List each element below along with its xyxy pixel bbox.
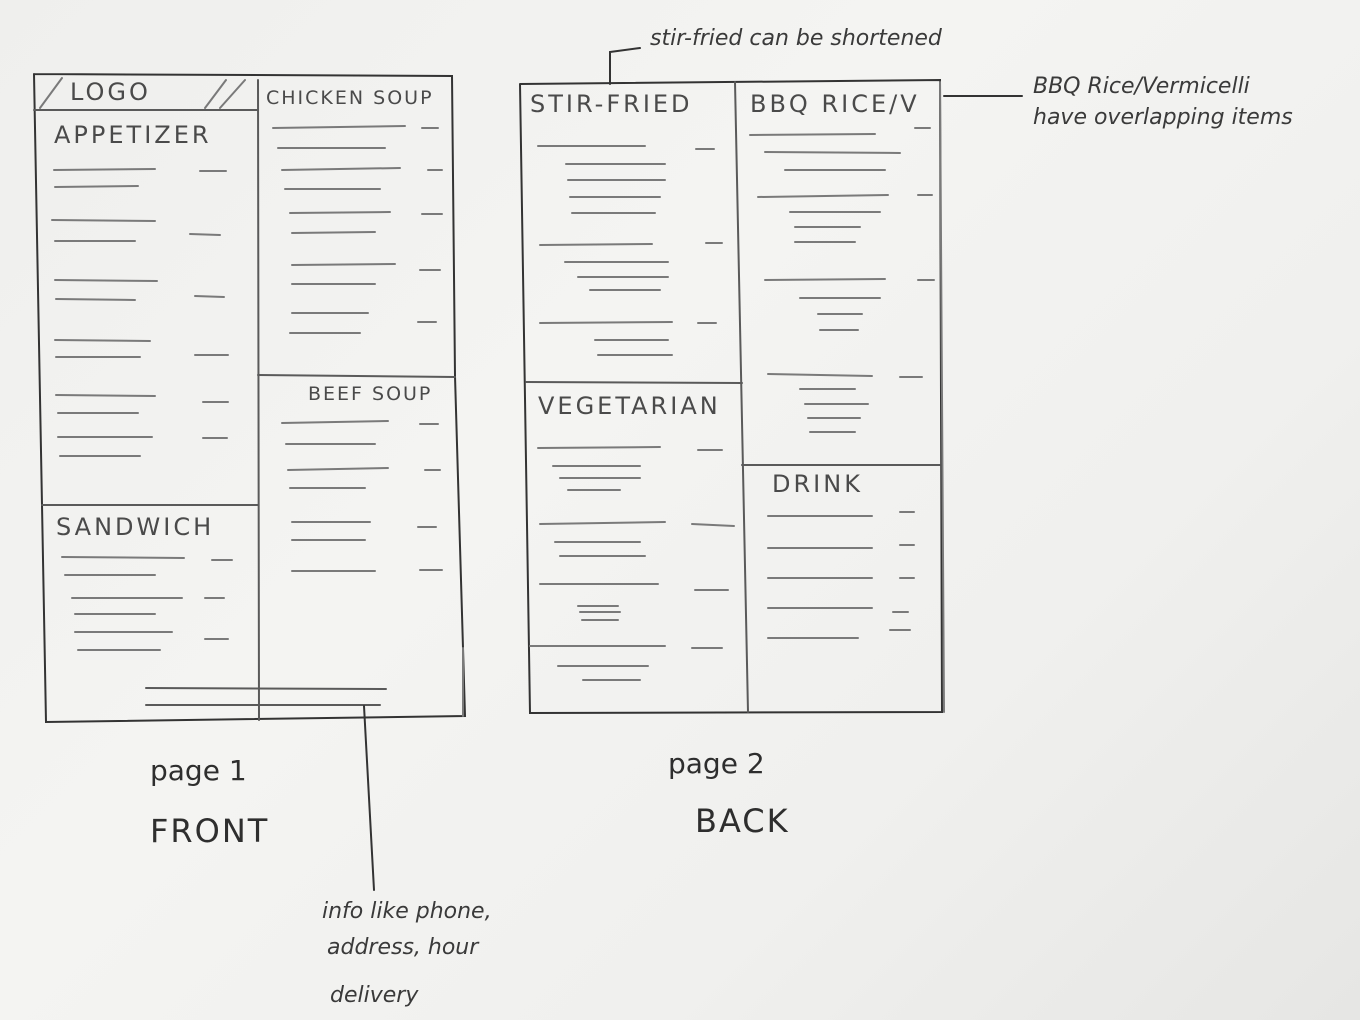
appetizer-items bbox=[51, 168, 229, 457]
beef-soup-items bbox=[281, 420, 443, 572]
stir-fried-items bbox=[537, 145, 723, 356]
stir-fried-pointer-line bbox=[609, 47, 641, 85]
logo-placeholder: LOGO bbox=[39, 77, 246, 109]
page1-footer-info-lines bbox=[145, 687, 387, 706]
bbq-items bbox=[749, 127, 935, 433]
page2-caption-line2: BACK bbox=[695, 802, 790, 840]
stir-fried-note: stir-fried can be shortened bbox=[650, 26, 943, 51]
chicken-soup-items bbox=[272, 125, 443, 334]
section-appetizer: APPETIZER bbox=[54, 121, 212, 149]
section-beef-soup: BEEF SOUP bbox=[308, 383, 432, 405]
section-sandwich: SANDWICH bbox=[56, 513, 214, 541]
section-vegetarian: VEGETARIAN bbox=[538, 392, 721, 420]
info-note-line1: info like phone, bbox=[322, 899, 492, 924]
bbq-note-line1: BBQ Rice/Vermicelli bbox=[1033, 74, 1250, 99]
page1-caption-line1: page 1 bbox=[150, 754, 247, 787]
info-note-line2: address, hour bbox=[327, 935, 480, 960]
section-chicken-soup: CHICKEN SOUP bbox=[266, 87, 434, 109]
page1-caption-line2: FRONT bbox=[150, 812, 269, 850]
bbq-note-line2: have overlapping items bbox=[1033, 105, 1293, 130]
info-pointer-line bbox=[363, 705, 375, 891]
logo-text: LOGO bbox=[70, 78, 151, 106]
page2-caption-line1: page 2 bbox=[668, 747, 765, 780]
vegetarian-items bbox=[529, 446, 735, 681]
page2-frame bbox=[519, 78, 945, 715]
info-note-line3: delivery bbox=[330, 983, 419, 1008]
section-drink: DRINK bbox=[772, 470, 863, 498]
sandwich-items bbox=[61, 556, 233, 651]
page1-frame bbox=[33, 73, 467, 724]
section-bbq: BBQ RICE/V bbox=[750, 90, 920, 118]
section-stir-fried: STIR-FRIED bbox=[530, 90, 693, 118]
drink-items bbox=[767, 511, 915, 639]
